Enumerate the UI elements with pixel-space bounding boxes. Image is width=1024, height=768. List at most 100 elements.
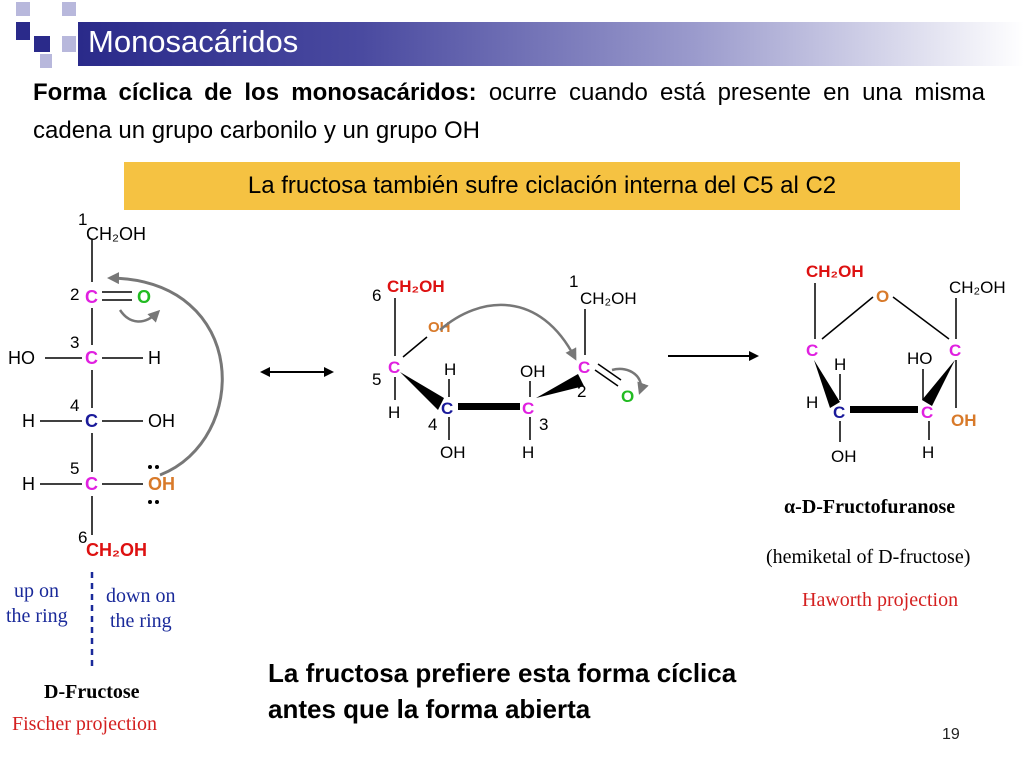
hydrogen-atom: H (22, 411, 35, 431)
conclusion-line: antes que la forma abierta (268, 694, 591, 724)
double-bond (597, 363, 622, 381)
double-bond (594, 369, 619, 387)
carbon-number: 3 (70, 333, 79, 352)
electron-shift-arrow (118, 309, 161, 323)
up-on-ring-label: the ring (6, 605, 68, 627)
lone-pair-dot (155, 465, 159, 469)
hydroxyl-group: OH (148, 474, 175, 494)
intro-bold: Forma cíclica de los monosacáridos: (33, 79, 477, 106)
carbon-number: 1 (78, 210, 87, 229)
carbon-atom: C (85, 411, 98, 431)
deco-square (62, 2, 76, 16)
oxygen-atom: O (621, 387, 634, 406)
ch2oh-group: CH₂OH (949, 278, 1006, 297)
wedge-bond (536, 374, 584, 398)
deco-square (34, 36, 50, 52)
conclusion-line: La fructosa prefiere esta forma cíclica (268, 658, 737, 688)
carbon-atom: C (949, 341, 961, 360)
hydroxyl-group: OH (428, 319, 451, 336)
ring-bond (892, 296, 950, 340)
carbon-number: 4 (70, 396, 79, 415)
haworth-projection: CH₂OH O CH₂OH C H H HO C C C OH OH H α-D… (766, 262, 1006, 611)
down-on-ring-label: the ring (110, 610, 172, 632)
lone-pair-dot (155, 500, 159, 504)
down-on-ring-label: down on (106, 585, 175, 607)
carbon-number: 6 (372, 286, 381, 305)
wedge-bond (814, 360, 840, 408)
carbon-number: 2 (70, 285, 79, 304)
deco-square (62, 36, 76, 52)
hydroxyl-group: OH (951, 411, 977, 430)
deco-square (16, 22, 30, 40)
ch2oh-group: CH₂OH (86, 224, 146, 244)
carbon-atom: C (578, 358, 590, 377)
oxygen-atom: O (137, 287, 151, 307)
carbon-number: 4 (428, 415, 437, 434)
carbon-number: 1 (569, 272, 578, 291)
carbon-number: 6 (78, 528, 87, 547)
hydroxyl-group: HO (8, 348, 35, 368)
fischer-projection-label: Fischer projection (12, 713, 157, 735)
carbon-atom: C (441, 399, 453, 418)
ch2oh-group: CH₂OH (806, 262, 864, 281)
carbon-atom: C (921, 403, 933, 422)
haworth-projection-label: Haworth projection (802, 589, 958, 611)
wedge-bond (400, 372, 444, 410)
hydrogen-atom: H (922, 443, 934, 462)
nucleophilic-attack-arrow (107, 272, 224, 477)
carbon-atom: C (85, 474, 98, 494)
ch2oh-group: CH₂OH (387, 277, 445, 296)
bold-bond (850, 406, 918, 413)
fischer-projection: 1 CH₂OH 2 C O 3 HO C H 4 H C OH 5 H C OH… (6, 210, 224, 735)
hydrogen-atom: H (444, 360, 456, 379)
hydroxyl-group: OH (831, 447, 857, 466)
hydrogen-atom: H (22, 474, 35, 494)
carbon-atom: C (833, 403, 845, 422)
electron-shift-arrow (611, 367, 649, 395)
carbon-atom: C (806, 341, 818, 360)
bond (402, 336, 428, 358)
lone-pair-dot (148, 465, 152, 469)
wedge-bond (922, 360, 955, 406)
hydroxyl-group: OH (520, 362, 546, 381)
deco-square (40, 54, 52, 68)
hydroxyl-group: HO (907, 349, 933, 368)
lone-pair-dot (148, 500, 152, 504)
up-on-ring-label: up on (14, 580, 59, 602)
ch2oh-group: CH₂OH (580, 289, 637, 308)
hydroxyl-group: OH (148, 411, 175, 431)
corner-decoration (16, 2, 76, 68)
hydroxyl-group: OH (440, 443, 466, 462)
hydrogen-atom: H (806, 393, 818, 412)
slide-title: Monosacáridos (88, 24, 299, 59)
title-bar (78, 22, 1024, 66)
ring-bond (821, 296, 874, 340)
bold-bond (458, 403, 520, 410)
ring-oxygen: O (876, 287, 889, 306)
intro-paragraph: Forma cíclica de los monosacáridos: ocur… (33, 74, 985, 150)
carbon-number: 5 (70, 459, 79, 478)
carbon-number: 2 (577, 382, 586, 401)
hydrogen-atom: H (148, 348, 161, 368)
carbon-atom: C (522, 399, 534, 418)
banner-text: La fructosa también sufre ciclación inte… (247, 172, 837, 199)
conclusion-text: La fructosa prefiere esta forma cíclica … (268, 655, 736, 727)
hydrogen-atom: H (388, 403, 400, 422)
open-chain-structure: 6 CH₂OH OH C 5 H H C 4 OH OH C 3 H 1 CH₂… (372, 272, 649, 462)
d-fructose-label: D-Fructose (44, 681, 140, 703)
highlight-banner (124, 162, 960, 210)
carbon-number: 3 (539, 415, 548, 434)
hydrogen-atom: H (834, 355, 846, 374)
ch2oh-group: CH₂OH (86, 540, 147, 560)
nucleophilic-attack-arrow (439, 303, 577, 361)
carbon-atom: C (85, 348, 98, 368)
carbon-atom: C (388, 358, 400, 377)
carbon-number: 5 (372, 370, 381, 389)
hydrogen-atom: H (522, 443, 534, 462)
hemiketal-label: (hemiketal of D-fructose) (766, 546, 970, 568)
intro-rest: ocurre cuando está presente en una misma… (33, 79, 985, 144)
slide-number: 19 (942, 726, 960, 743)
alpha-d-fructofuranose-label: α-D-Fructofuranose (784, 496, 955, 518)
carbon-atom: C (85, 287, 98, 307)
